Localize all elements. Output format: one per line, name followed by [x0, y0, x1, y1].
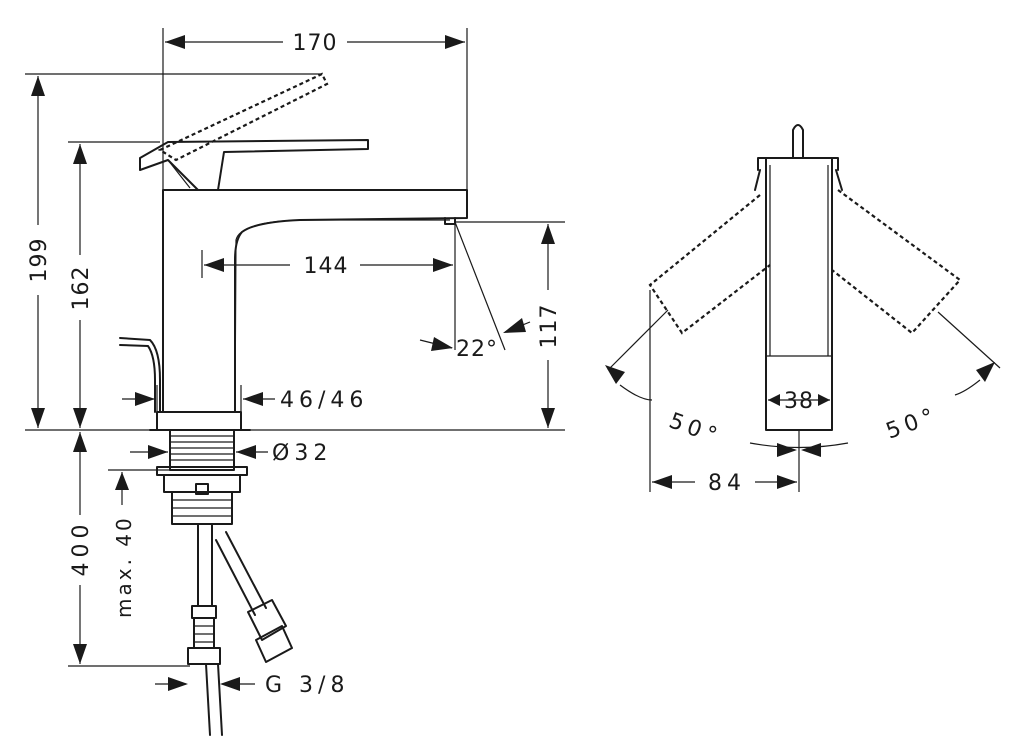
lever-left-dashed: [648, 194, 771, 335]
dim-height-199: 199: [27, 238, 52, 283]
faucet-body-outline: [162, 189, 468, 413]
lever-closed: [139, 139, 369, 191]
dim-depth-400: 400: [69, 520, 94, 577]
lever-right-dashed: [831, 189, 962, 335]
spout-inner-line: [234, 219, 450, 413]
dim-offset-84: 84: [708, 471, 746, 496]
popup-rod: [119, 337, 161, 413]
dim-top-38: 38: [784, 389, 814, 414]
dim-height-162: 162: [69, 266, 94, 311]
dim-max-40: max. 40: [112, 515, 136, 618]
dim-height-117: 117: [537, 304, 562, 349]
lever-neck-line: [167, 159, 191, 189]
lever-knob: [792, 124, 804, 159]
lever-open-dashed: [157, 72, 329, 162]
dim-angle-22: 22°: [456, 337, 498, 362]
threaded-shank: [156, 429, 248, 525]
front-view: 38 50° 50° 84: [605, 124, 1001, 496]
side-dimensions: 170 199 162 144 22°: [25, 28, 565, 698]
dim-thread-32: Ø32: [272, 441, 332, 466]
dim-swing-right-50: 50°: [883, 403, 942, 445]
base-ring: [156, 411, 242, 431]
aerator: [444, 217, 456, 225]
dim-width-170: 170: [293, 31, 338, 56]
dim-swing-left-50: 50°: [666, 409, 725, 451]
dim-connector-g38: G 3/8: [265, 673, 349, 698]
supply-hoses: [187, 523, 293, 736]
dim-reach-144: 144: [304, 254, 349, 279]
dim-base-46-46: 46/46: [280, 388, 368, 413]
